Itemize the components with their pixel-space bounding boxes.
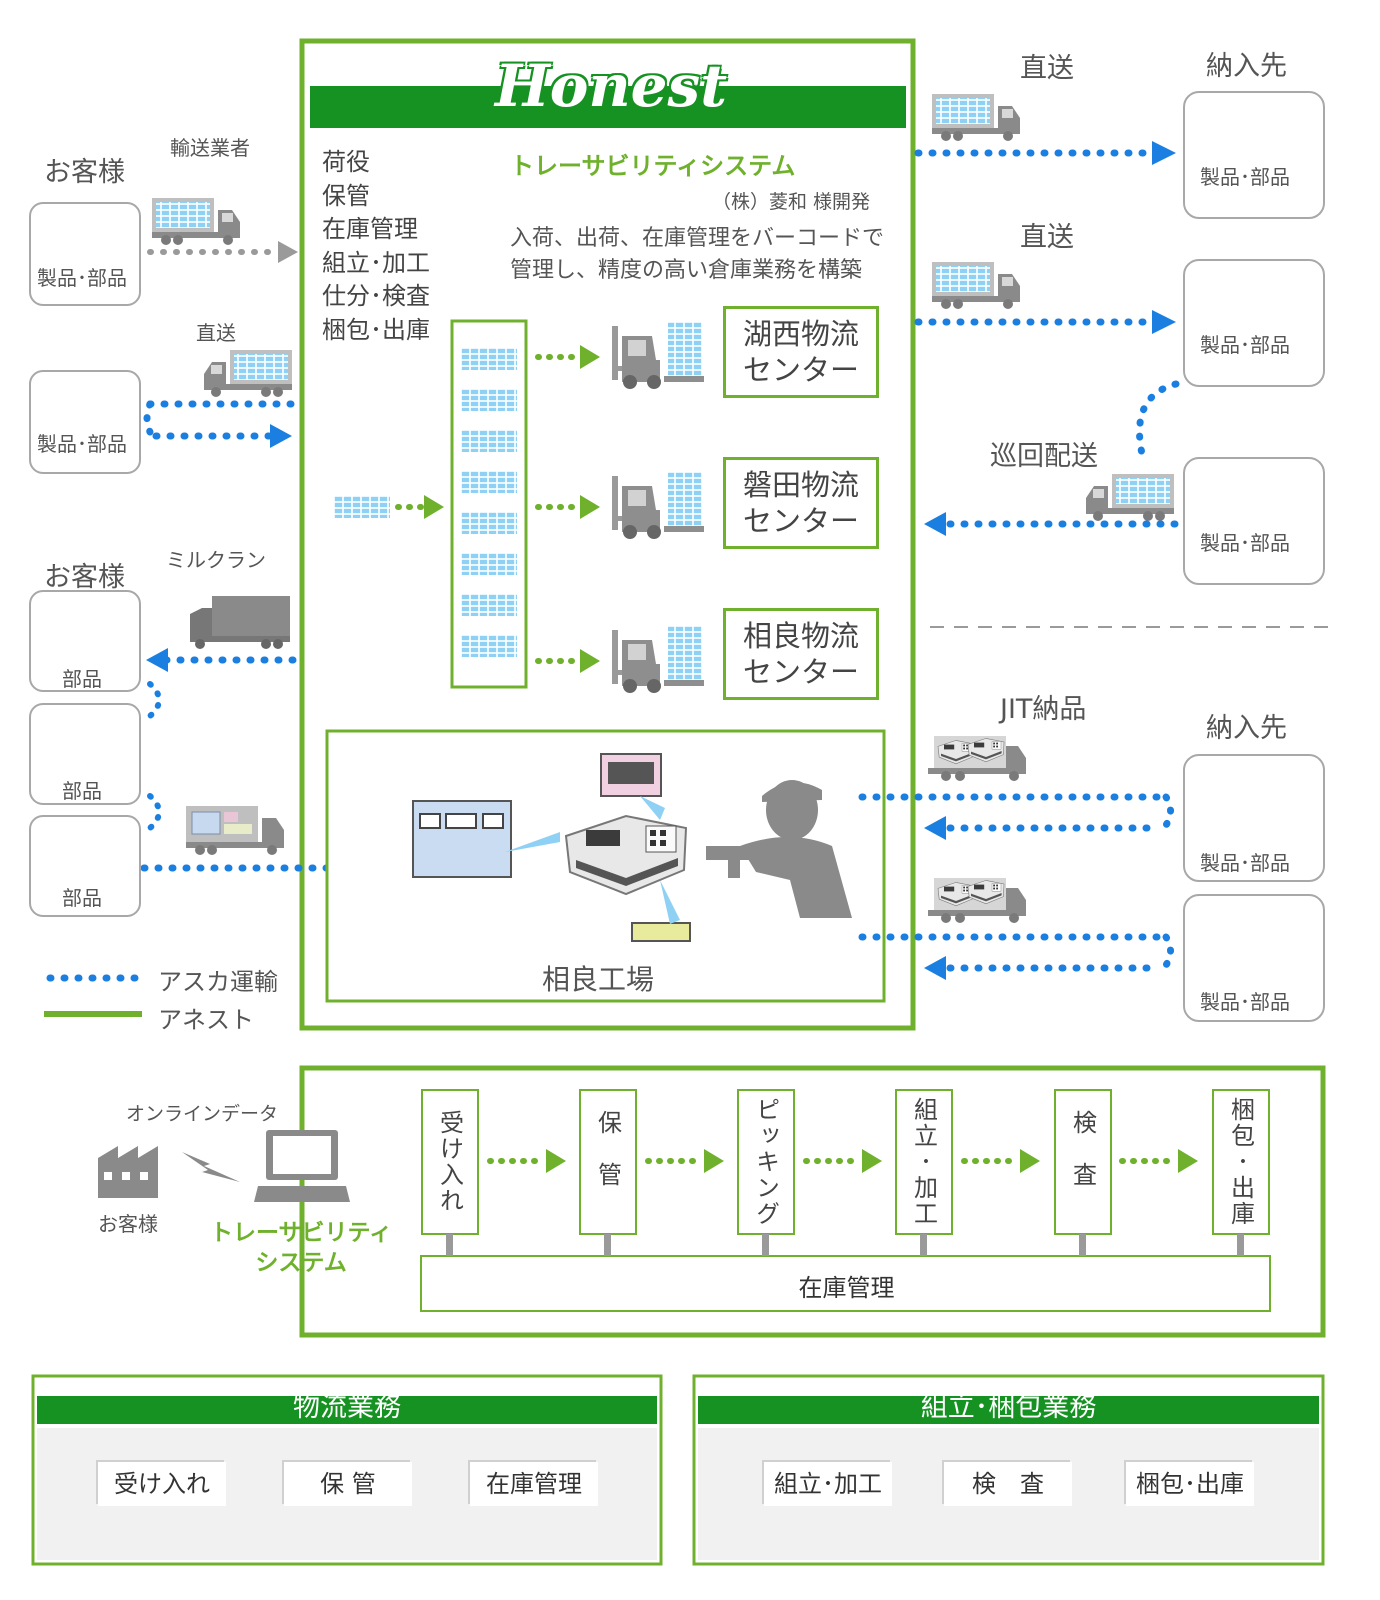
center-suffix: センター: [742, 353, 859, 387]
online-data-label: オンラインデータ: [126, 1103, 279, 1125]
parts-box: [29, 590, 141, 692]
step-connector: [446, 1234, 453, 1256]
step-picking: ピッキング: [737, 1089, 795, 1235]
system-label: トレーサビリティ システム: [210, 1218, 392, 1278]
operation-item: 仕分･検査: [322, 282, 430, 310]
operation-item: 保管: [322, 181, 370, 210]
product-parts-label: 製品･部品: [1200, 990, 1290, 1014]
circuit-delivery-label: 巡回配送: [990, 441, 1098, 472]
customer-label: お客様: [44, 562, 125, 593]
parts-label: 部品: [62, 886, 102, 910]
direct-label: 直送: [196, 321, 236, 345]
operation-item: 梱包･出庫: [322, 315, 430, 344]
center-name: 相良物流: [742, 619, 859, 653]
destination-box: [1183, 457, 1325, 585]
destination-box: [1183, 754, 1325, 882]
step-connector: [1079, 1234, 1086, 1256]
legend-asuka: アスカ運輸: [158, 968, 278, 996]
step-connector: [920, 1234, 927, 1256]
center-suffix: センター: [742, 655, 859, 689]
description-line-1: 入荷、出荷、在庫管理をバーコードで: [510, 226, 885, 251]
direct-label: 直送: [1020, 222, 1074, 253]
assembly-panel-title: 組立･梱包業務: [698, 1394, 1319, 1424]
destination-label: 納入先: [1206, 51, 1287, 82]
operation-item: 組立･加工: [322, 248, 430, 277]
assembly-item-inspection: 検 査: [944, 1462, 1072, 1506]
parts-box: [29, 703, 141, 805]
jit-label: JIT納品: [1000, 694, 1087, 725]
step-assembly: 組立･加工: [895, 1089, 953, 1235]
customer-label: お客様: [44, 157, 125, 188]
center-name: 湖西物流: [742, 317, 859, 351]
step-receiving: 受け入れ: [421, 1089, 479, 1235]
product-parts-label: 製品･部品: [1200, 165, 1290, 189]
logistics-panel-title: 物流業務: [37, 1394, 657, 1424]
step-connector: [762, 1234, 769, 1256]
center-name: 磐田物流: [742, 468, 859, 502]
sagara-logistics-center: 相良物流 センター: [723, 608, 879, 700]
logistics-item-inventory: 在庫管理: [470, 1462, 598, 1506]
step-connector: [604, 1234, 611, 1256]
step-packing: 梱包･出庫: [1212, 1089, 1270, 1235]
assembly-item-packing: 梱包･出庫: [1126, 1462, 1254, 1506]
developer-note: （株）菱和 様開発: [712, 191, 871, 213]
step-inspection: 検査: [1054, 1089, 1112, 1235]
product-parts-label: 製品･部品: [1200, 333, 1290, 357]
parts-label: 部品: [62, 667, 102, 691]
honest-logo: Honest: [495, 52, 727, 120]
assembly-item-processing: 組立･加工: [764, 1462, 892, 1506]
parts-label: 部品: [62, 779, 102, 803]
system-label-line2: システム: [255, 1250, 347, 1276]
product-parts-label: 製品･部品: [37, 432, 127, 456]
traceability-title: トレーサビリティシステム: [510, 152, 796, 180]
step-connector: [1237, 1234, 1244, 1256]
customer-box: [29, 370, 141, 474]
product-parts-label: 製品･部品: [1200, 851, 1290, 875]
milkrun-label: ミルクラン: [166, 548, 266, 572]
product-parts-label: 製品･部品: [1200, 531, 1290, 555]
logistics-item-receiving: 受け入れ: [98, 1462, 226, 1506]
destination-box: [1183, 259, 1325, 387]
operation-item: 荷役: [322, 148, 370, 176]
product-parts-label: 製品･部品: [37, 266, 127, 290]
system-label-line1: トレーサビリティ: [210, 1220, 393, 1246]
transport-label: 輸送業者: [170, 136, 250, 160]
factory-label: 相良工場: [542, 963, 655, 996]
description-line-2: 管理し、精度の高い倉庫業務を構築: [510, 258, 863, 283]
operation-item: 在庫管理: [322, 215, 418, 243]
legend-honest: アネスト: [158, 1006, 254, 1034]
destination-label: 納入先: [1206, 713, 1287, 744]
customer-box: [29, 202, 141, 306]
destination-box: [1183, 894, 1325, 1022]
customer-label: お客様: [98, 1212, 158, 1236]
kosai-logistics-center: 湖西物流 センター: [723, 306, 879, 398]
center-suffix: センター: [742, 504, 859, 538]
direct-label: 直送: [1020, 53, 1074, 84]
operations-list: 荷役 保管 在庫管理 組立･加工 仕分･検査 梱包･出庫: [322, 146, 430, 347]
step-storage: 保管: [579, 1089, 637, 1235]
destination-box: [1183, 91, 1325, 219]
inventory-bar-label: 在庫管理: [798, 1274, 895, 1302]
logistics-item-storage: 保 管: [284, 1462, 412, 1506]
iwata-logistics-center: 磐田物流 センター: [723, 457, 879, 549]
parts-box: [29, 815, 141, 917]
